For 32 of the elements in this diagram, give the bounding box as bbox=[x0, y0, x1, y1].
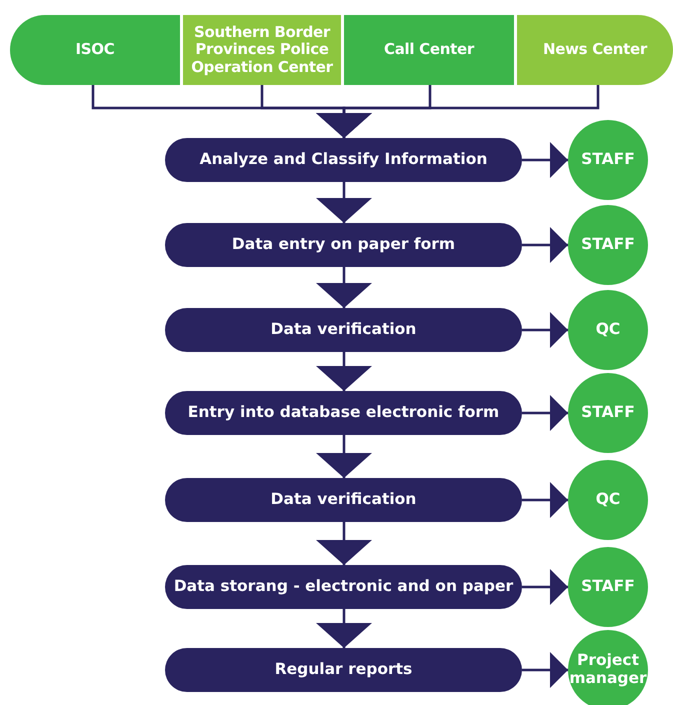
process-pill: Regular reports bbox=[165, 648, 522, 692]
arrow bbox=[316, 182, 372, 223]
arrow bbox=[316, 352, 372, 391]
role-circle: QC bbox=[568, 290, 648, 370]
process-pill: Data storang - electronic and on paper bbox=[165, 565, 522, 609]
role-circle: Project manager bbox=[568, 630, 648, 705]
source-tab: Call Center bbox=[344, 15, 514, 85]
source-tab: Southern Border Provinces Police Operation Center bbox=[183, 15, 341, 85]
arrow bbox=[522, 312, 568, 348]
arrow bbox=[522, 142, 568, 178]
role-circle: QC bbox=[568, 460, 648, 540]
role-circle: STAFF bbox=[568, 373, 648, 453]
arrow bbox=[522, 652, 568, 688]
process-pill: Data entry on paper form bbox=[165, 223, 522, 267]
arrow bbox=[522, 395, 568, 431]
arrow bbox=[522, 569, 568, 605]
connector-arrow bbox=[316, 85, 600, 138]
source-tab: News Center bbox=[517, 15, 673, 85]
role-circle: STAFF bbox=[568, 120, 648, 200]
process-pill: Analyze and Classify Information bbox=[165, 138, 522, 182]
arrow bbox=[522, 227, 568, 263]
role-circle: STAFF bbox=[568, 205, 648, 285]
arrow bbox=[316, 435, 372, 478]
process-pill: Data verification bbox=[165, 478, 522, 522]
process-pill: Data verification bbox=[165, 308, 522, 352]
arrow bbox=[316, 522, 372, 565]
arrow bbox=[522, 482, 568, 518]
source-tab: ISOC bbox=[10, 15, 180, 85]
arrow bbox=[316, 609, 372, 648]
arrow bbox=[316, 267, 372, 308]
role-circle: STAFF bbox=[568, 547, 648, 627]
process-pill: Entry into database electronic form bbox=[165, 391, 522, 435]
